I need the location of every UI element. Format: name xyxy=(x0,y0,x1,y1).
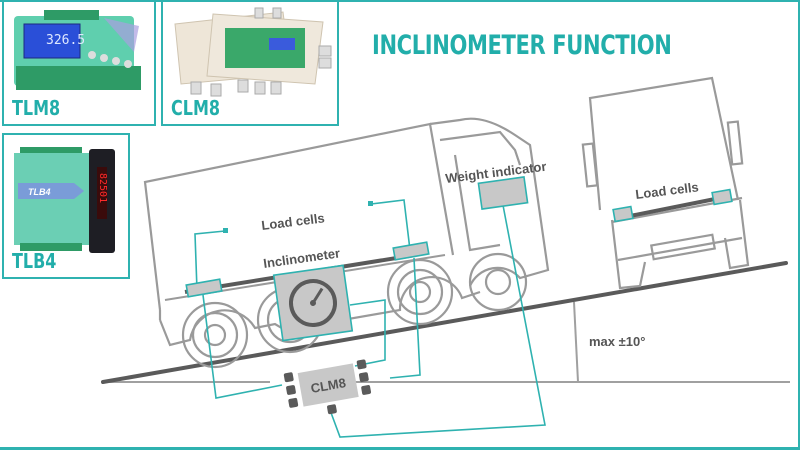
tlm8-display-value: 326.5 xyxy=(46,33,85,48)
product-label-clm8: CLM8 xyxy=(171,96,220,120)
page-title: INCLINOMETER FUNCTION xyxy=(372,30,672,61)
tlb4-device-image: TLB4 82501 xyxy=(14,147,115,253)
product-card-clm8[interactable]: CLM8 xyxy=(161,0,339,126)
product-card-tlm8[interactable]: 326.5 TLM8 xyxy=(2,0,156,126)
tlb4-display-value: 82501 xyxy=(97,173,108,203)
tlm8-device-image: 326.5 xyxy=(14,10,141,90)
clm8-device-image xyxy=(174,7,332,97)
product-card-tlb4[interactable]: TLB4 82501 TLB4 xyxy=(2,133,130,279)
product-label-tlb4: TLB4 xyxy=(12,249,57,273)
product-label-tlm8: TLM8 xyxy=(12,96,61,120)
svg-text:TLB4: TLB4 xyxy=(28,187,51,197)
